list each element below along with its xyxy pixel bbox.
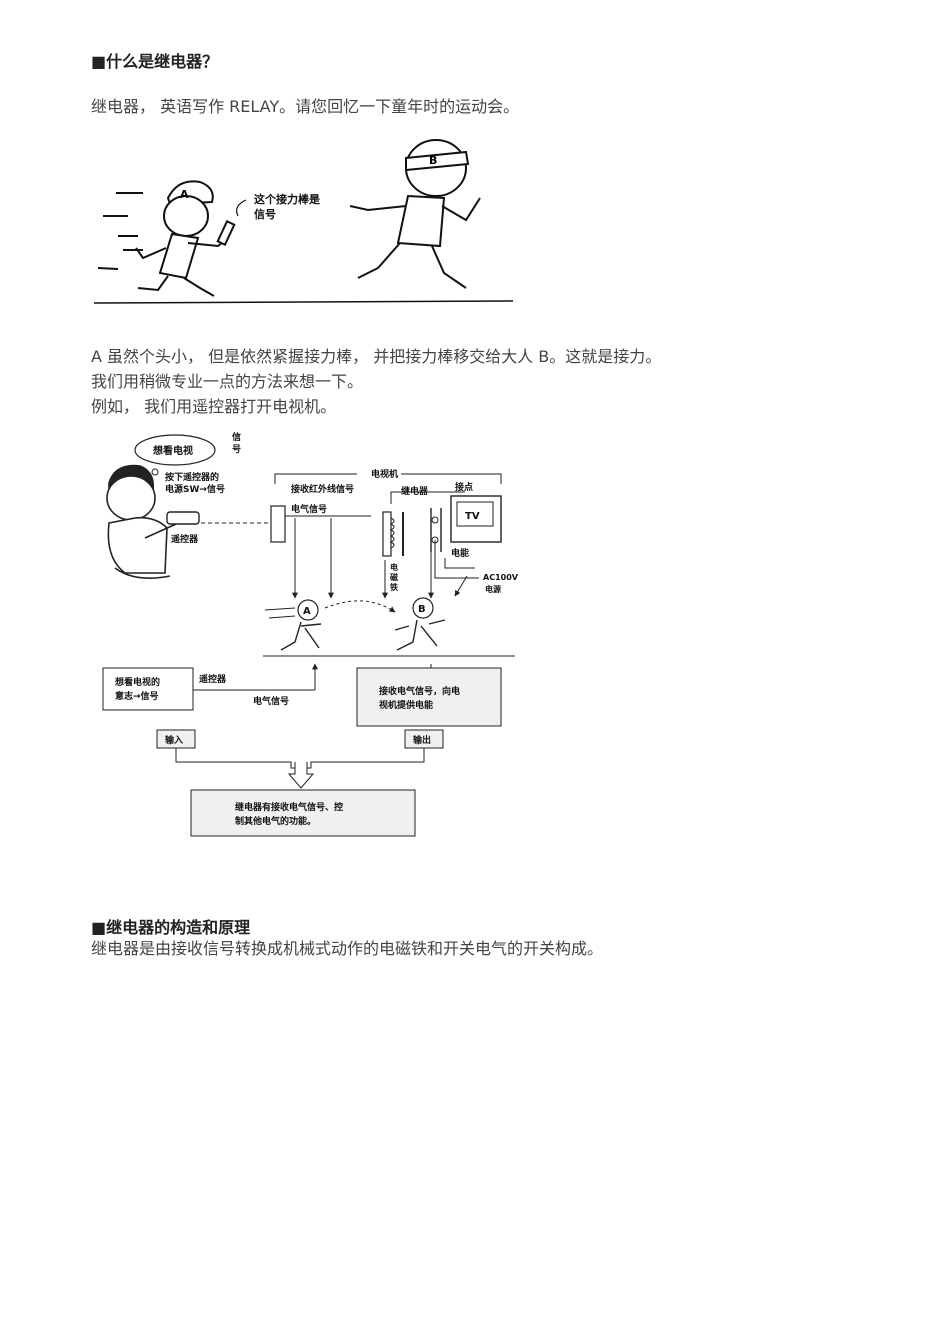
paragraph-line-2: 我们用稍微专业一点的方法来想一下。	[91, 372, 364, 391]
runner-b-diagram-letter: B	[418, 604, 426, 615]
press-remote-text-line1: 按下遥控器的	[165, 471, 219, 483]
merge-arrow	[287, 762, 315, 789]
tv-screen-text: TV	[465, 511, 480, 522]
paragraph-line-1: A 虽然个头小， 但是依然紧握接力棒， 并把接力棒移交给大人 B。这就是接力。	[91, 347, 662, 366]
runner-b-band-letter: B	[429, 154, 437, 167]
electromagnet-char-2: 磁	[390, 572, 398, 582]
callout-text-line2: 信号	[254, 207, 276, 221]
left-box-line2: 意志→信号	[115, 690, 159, 702]
runner-a-diagram-letter: A	[303, 606, 311, 617]
section-heading-structure-principle: ■继电器的构造和原理	[91, 918, 251, 937]
right-box-line1: 接收电气信号，向电	[379, 685, 460, 697]
contact-label: 接点	[455, 481, 473, 493]
runner-a-cap-letter: A	[180, 188, 189, 201]
input-label: 输入	[165, 734, 183, 746]
remote-label: 遥控器	[171, 533, 199, 545]
elec-signal-label-top: 电气信号	[291, 503, 327, 515]
thought-bubble-shape	[134, 434, 216, 466]
supply-label: 电源	[485, 584, 501, 594]
signal-vertical-char-1: 信	[232, 431, 241, 443]
relay-label: 继电器	[401, 485, 429, 497]
callout-text-line1: 这个接力棒是	[254, 192, 321, 206]
structure-paragraph: 继电器是由接收信号转换成机械式动作的电磁铁和开关电气的开关构成。	[91, 939, 604, 958]
relay-race-illustration: A 这个接力棒是 信号 B	[93, 139, 514, 304]
electromagnet-char-1: 电	[390, 562, 398, 572]
right-box-line2: 视机提供电能	[379, 699, 433, 711]
summary-line2: 制其他电气的功能。	[235, 815, 316, 827]
intro-paragraph: 继电器， 英语写作 RELAY。请您回忆一下童年时的运动会。	[91, 97, 520, 116]
electromagnet-core	[382, 511, 392, 557]
receive-and-power-box	[356, 667, 502, 727]
remote-control-device	[166, 511, 200, 525]
person-with-remote	[106, 464, 186, 579]
ir-receiver-block	[270, 505, 286, 543]
tv-group-label: 电视机	[371, 468, 398, 480]
thought-bubble-text: 想看电视	[152, 444, 193, 457]
left-box-line1: 想看电视的	[114, 676, 160, 688]
section-heading-what-is-relay: ■什么是继电器？	[91, 52, 219, 71]
ac-voltage-label: AC100V	[483, 573, 519, 582]
receive-ir-label: 接收红外线信号	[291, 483, 354, 495]
signal-vertical-char-2: 号	[232, 444, 241, 455]
runner-b-figure	[349, 139, 481, 289]
paragraph-line-3: 例如， 我们用遥控器打开电视机。	[91, 397, 337, 416]
runner-a-figure	[135, 180, 236, 297]
power-label: 电能	[451, 547, 469, 559]
relay-function-summary-box	[190, 789, 416, 837]
relay-tv-diagram: 想看电视 信 号 按下遥控器的 电源SW→信号 遥控器 电视机 接收红外线信号 …	[102, 431, 519, 837]
elec-flow-label: 电气信号	[253, 695, 289, 707]
remote-flow-label: 遥控器	[199, 673, 227, 685]
electromagnet-char-3: 铁	[390, 582, 398, 592]
press-remote-text-line2: 电源SW→信号	[165, 483, 225, 495]
output-label: 输出	[413, 734, 431, 746]
summary-line1: 继电器有接收电气信号、控	[235, 801, 343, 813]
intention-to-signal-box	[102, 667, 194, 711]
